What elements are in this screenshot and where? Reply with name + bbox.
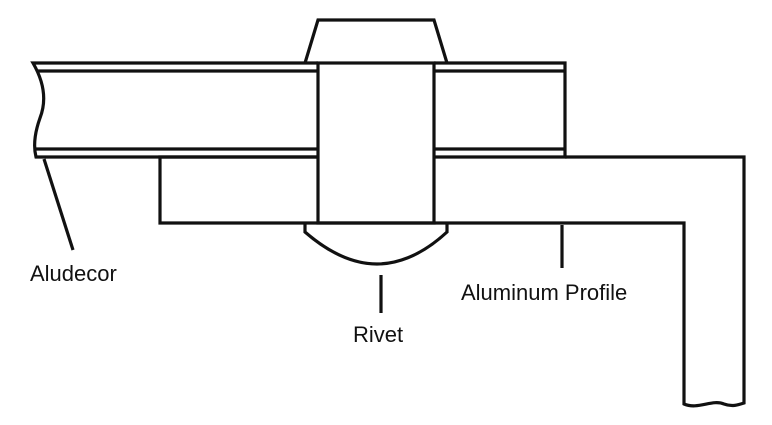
- aludecor-panel: [30, 61, 318, 159]
- rivet-shank: [316, 61, 436, 225]
- aluminum-profile-outline: [158, 155, 746, 408]
- rivet-tail-dome: [303, 223, 449, 266]
- aludecor-label: Aludecor: [30, 261, 117, 286]
- aluminum-profile-label: Aluminum Profile: [461, 280, 627, 305]
- rivet: [303, 18, 449, 266]
- aludecor-panel-right-outline: [434, 61, 567, 159]
- aludecor-panel-right: [434, 61, 567, 159]
- rivet-label: Rivet: [353, 322, 403, 347]
- rivet-head: [303, 18, 449, 64]
- aludecor-panel-left-outline: [30, 61, 318, 159]
- aludecor-leader-line: [42, 158, 75, 251]
